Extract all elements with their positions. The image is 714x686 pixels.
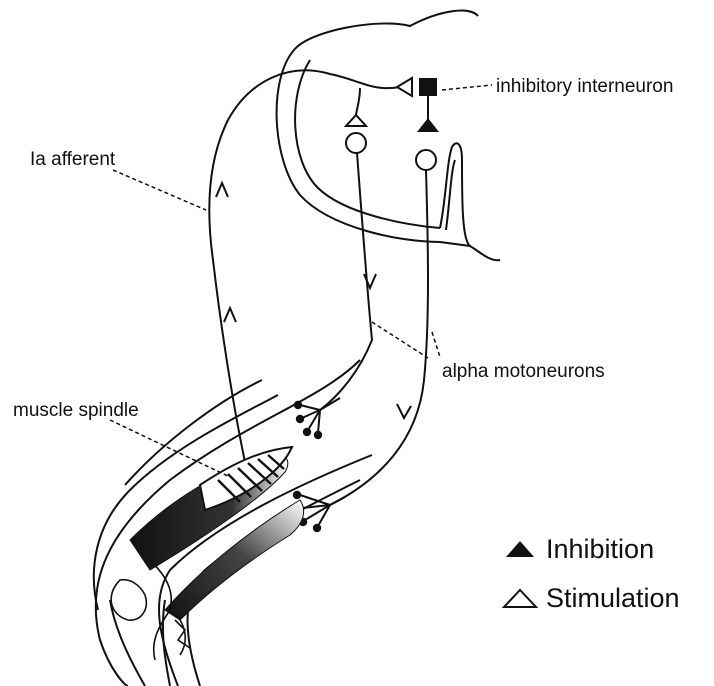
label-alpha-motoneurons: alpha motoneurons	[442, 361, 605, 382]
end-plates-upper	[295, 398, 340, 438]
motoneuron-body-right	[416, 150, 436, 170]
leader-interneuron	[442, 85, 492, 90]
ia-afferent-fiber	[209, 70, 400, 462]
interneuron-synapse	[397, 78, 412, 96]
motoneuron-body-left	[346, 133, 366, 153]
motoneuron-arrow-left	[364, 274, 376, 288]
afferent-arrow-upper	[216, 183, 228, 197]
legend-inhibition-label: Inhibition	[546, 534, 654, 564]
legend-stimulation-label: Stimulation	[546, 583, 680, 613]
motoneuron-axons	[320, 153, 428, 505]
legend-inhibition-icon	[506, 541, 534, 557]
interneuron-square	[419, 78, 437, 96]
legend-stimulation-icon	[504, 590, 536, 607]
afferent-arrow-lower	[224, 308, 236, 322]
leader-ia-afferent	[113, 170, 206, 210]
legend: Inhibition Stimulation	[504, 534, 680, 613]
leader-motoneuron-a	[372, 322, 428, 358]
motoneuron-arrow-right	[397, 404, 411, 418]
leader-motoneuron-b	[432, 332, 440, 357]
stimulation-synapse	[346, 115, 366, 126]
spinal-cord	[277, 11, 500, 261]
label-muscle-spindle: muscle spindle	[13, 400, 139, 421]
label-ia-afferent: Ia afferent	[30, 149, 116, 170]
inhibition-synapse	[417, 118, 439, 132]
label-inhibitory-interneuron: inhibitory interneuron	[496, 76, 673, 97]
